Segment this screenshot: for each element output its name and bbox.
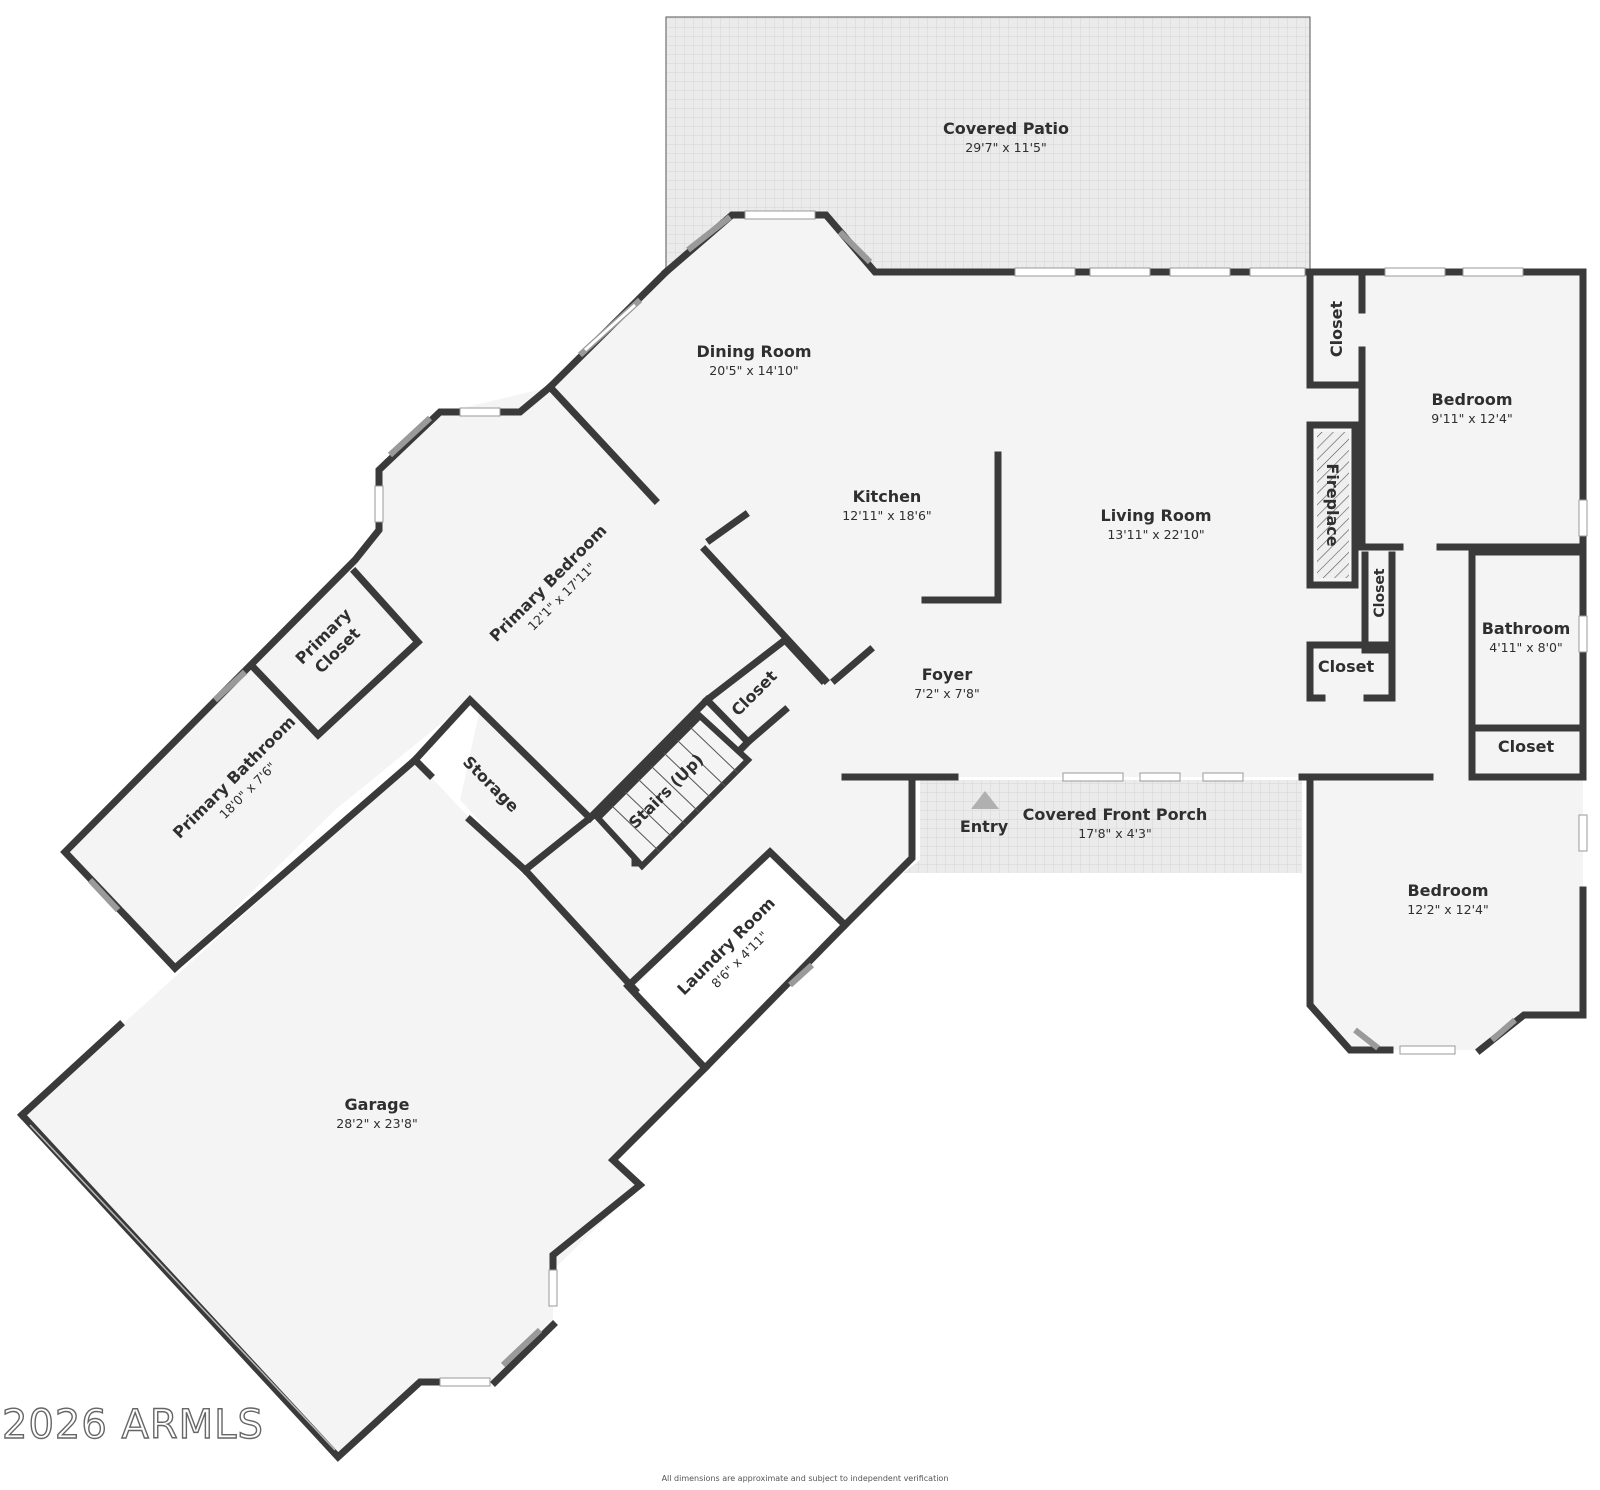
entry-arrow-icon: [971, 791, 999, 809]
foyer-name: Foyer: [922, 665, 973, 684]
entry-name: Entry: [960, 817, 1009, 836]
closet-mid-vertical-name: Closet: [1372, 568, 1388, 618]
bedroom-ne-name: Bedroom: [1431, 390, 1512, 409]
bathroom-dims: 4'11" x 8'0": [1489, 640, 1562, 655]
disclaimer: All dimensions are approximate and subje…: [662, 1474, 949, 1483]
kitchen-name: Kitchen: [853, 487, 922, 506]
living-room-name: Living Room: [1101, 506, 1212, 525]
foyer-dims: 7'2" x 7'8": [914, 686, 980, 701]
garage-name: Garage: [345, 1095, 410, 1114]
kitchen-dims: 12'11" x 18'6": [842, 508, 931, 523]
living-room-dims: 13'11" x 22'10": [1107, 527, 1204, 542]
floor-area: [22, 215, 1583, 1457]
covered-front-porch-name: Covered Front Porch: [1023, 805, 1208, 824]
windows: [29, 210, 1588, 1451]
bedroom-se-dims: 12'2" x 12'4": [1407, 902, 1488, 917]
closet-mid-name: Closet: [1318, 657, 1375, 676]
fireplace-hatch: [1317, 432, 1349, 578]
closet-bath-name: Closet: [1498, 737, 1555, 756]
covered-patio-dims: 29'7" x 11'5": [965, 140, 1046, 155]
bedroom-se-name: Bedroom: [1407, 881, 1488, 900]
covered-patio-name: Covered Patio: [943, 119, 1069, 138]
watermark: 2026 ARMLS: [2, 1402, 264, 1448]
dining-room-name: Dining Room: [696, 342, 811, 361]
fireplace-name: Fireplace: [1323, 463, 1342, 546]
covered-front-porch-dims: 17'8" x 4'3": [1078, 826, 1151, 841]
covered-front-porch: [903, 780, 1302, 873]
dining-room-dims: 20'5" x 14'10": [709, 363, 798, 378]
bathroom-name: Bathroom: [1482, 619, 1571, 638]
bedroom-ne-dims: 9'11" x 12'4": [1431, 411, 1512, 426]
garage-dims: 28'2" x 23'8": [336, 1116, 417, 1131]
stairs-treads: [593, 711, 753, 871]
closet-ne-name: Closet: [1327, 301, 1346, 358]
